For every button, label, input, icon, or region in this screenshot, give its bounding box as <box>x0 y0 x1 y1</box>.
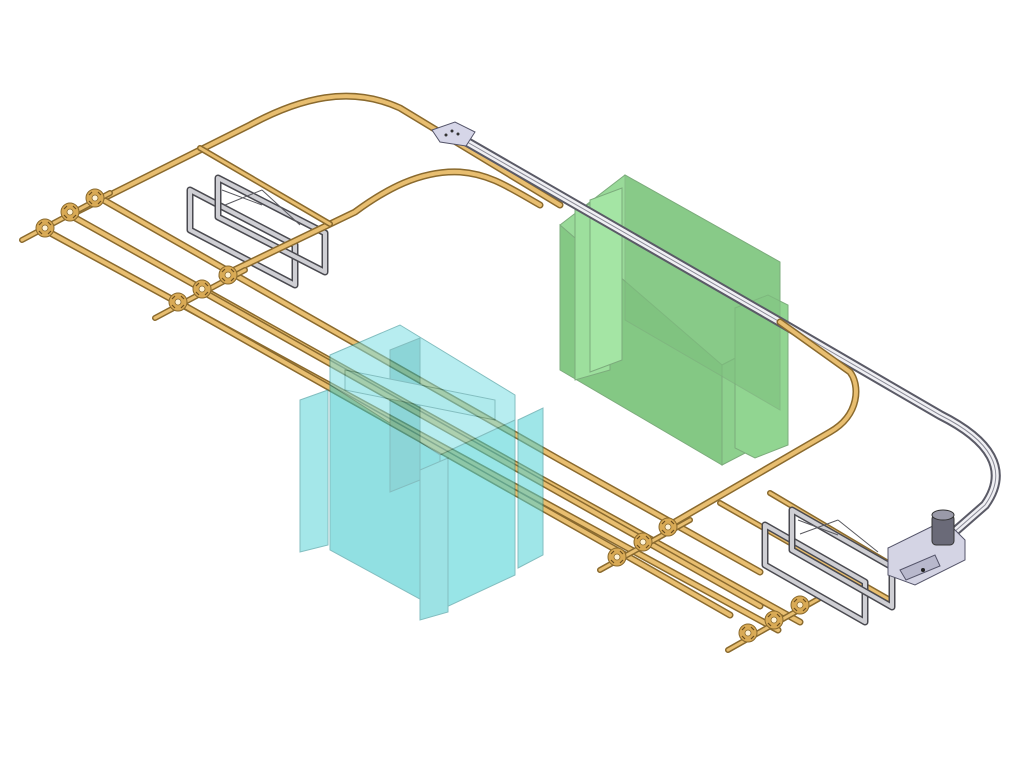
hanger-frame-lower-right <box>761 506 896 626</box>
cross-coupler <box>192 279 212 299</box>
cross-coupler <box>60 202 80 222</box>
immersion-tank-cyan <box>299 324 544 621</box>
cross-coupler <box>85 188 105 208</box>
cross-coupler <box>764 610 784 630</box>
cross-coupler <box>738 623 758 643</box>
rinse-tank-green <box>559 174 789 466</box>
cross-coupler <box>168 292 188 312</box>
cross-coupler <box>658 517 678 537</box>
cross-coupler <box>35 218 55 238</box>
cross-coupler <box>790 595 810 615</box>
cross-coupler <box>607 547 627 567</box>
conveyor-track-back <box>66 92 564 280</box>
hanger-frame-upper-left <box>186 174 329 289</box>
cross-coupler <box>633 532 653 552</box>
drive-unit <box>887 509 966 586</box>
chain-rail <box>450 130 1001 545</box>
take-up-unit <box>431 121 476 147</box>
cross-coupler <box>218 265 238 285</box>
